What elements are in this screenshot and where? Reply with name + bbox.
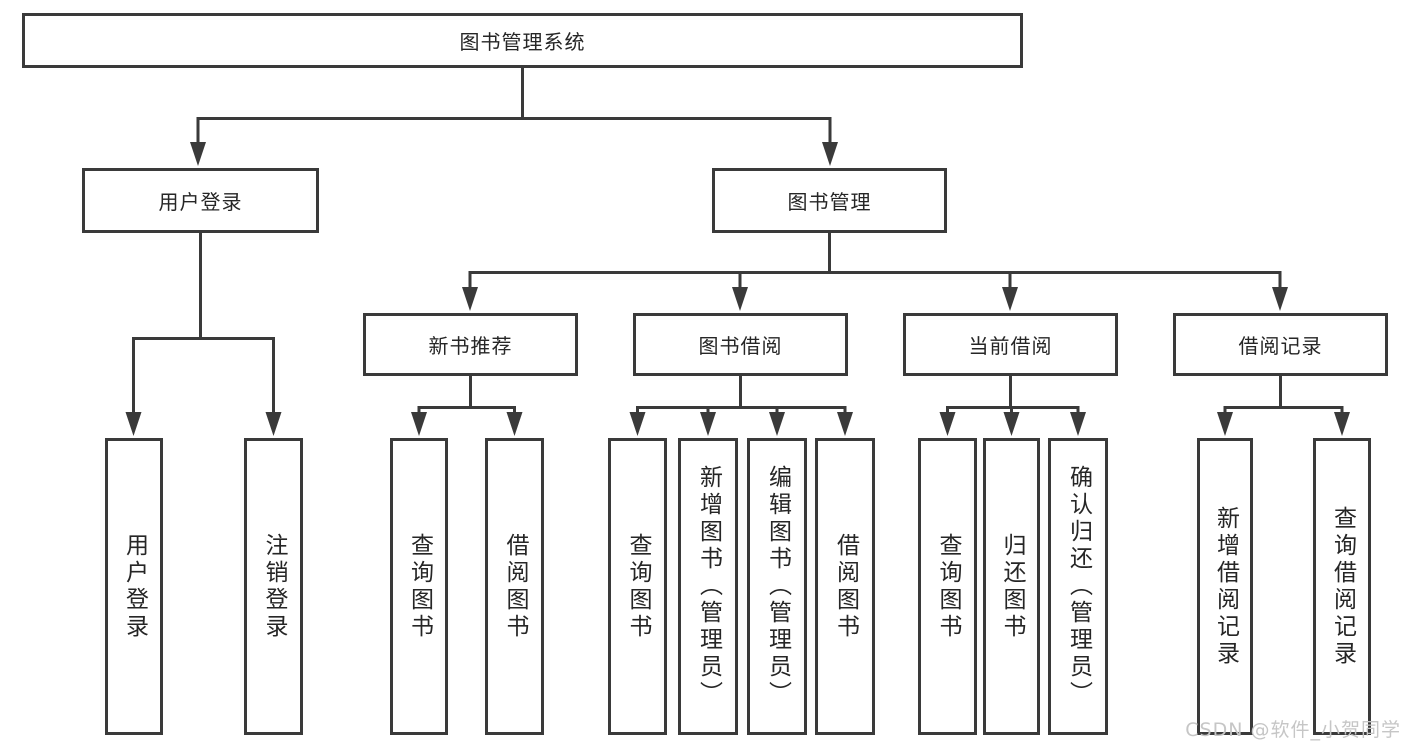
leaf-user-login-label: 用户登录 [121, 532, 148, 641]
leaf-borrow-books-recommend-label: 借阅图书 [502, 532, 528, 641]
csdn-watermark: CSDN @软件_小贺同学 [1185, 719, 1401, 741]
leaf-borrow-books-borrow-label: 借阅图书 [832, 532, 859, 641]
leaf-add-borrow-record: 新增借阅记录 [1197, 438, 1253, 735]
leaf-query-books-recommend-label: 查询图书 [406, 532, 433, 641]
node-book-borrow: 图书借阅 [633, 313, 848, 376]
leaf-confirm-return-admin-label: 确认归还（管理员） [1065, 465, 1092, 708]
leaf-query-books-current-label: 查询图书 [935, 532, 961, 641]
node-borrow-records-label: 借阅记录 [1238, 334, 1323, 358]
leaf-add-borrow-record-label: 新增借阅记录 [1212, 505, 1239, 668]
leaf-borrow-books-recommend: 借阅图书 [485, 438, 544, 735]
node-root-label: 图书管理系统 [459, 30, 586, 54]
node-book-management: 图书管理 [712, 168, 947, 233]
node-book-management-label: 图书管理 [787, 190, 872, 214]
node-borrow-records: 借阅记录 [1173, 313, 1388, 376]
node-current-borrow-label: 当前借阅 [968, 334, 1053, 358]
leaf-query-books-current: 查询图书 [918, 438, 977, 735]
leaf-query-borrow-record: 查询借阅记录 [1313, 438, 1371, 735]
leaf-logout: 注销登录 [244, 438, 303, 735]
node-current-borrow: 当前借阅 [903, 313, 1118, 376]
leaf-query-books-recommend: 查询图书 [390, 438, 448, 735]
node-user-login: 用户登录 [82, 168, 319, 233]
leaf-return-book-label: 归还图书 [999, 532, 1025, 641]
leaf-borrow-books-borrow: 借阅图书 [815, 438, 875, 735]
leaf-edit-book-admin: 编辑图书（管理员） [747, 438, 807, 735]
leaf-query-books-borrow: 查询图书 [608, 438, 667, 735]
leaf-query-books-borrow-label: 查询图书 [625, 532, 651, 641]
leaf-user-login: 用户登录 [105, 438, 163, 735]
leaf-query-borrow-record-label: 查询借阅记录 [1329, 505, 1356, 668]
leaf-add-book-admin: 新增图书（管理员） [678, 438, 738, 735]
node-new-book-recommend: 新书推荐 [363, 313, 578, 376]
node-new-book-recommend-label: 新书推荐 [428, 334, 513, 358]
leaf-edit-book-admin-label: 编辑图书（管理员） [764, 465, 791, 708]
leaf-confirm-return-admin: 确认归还（管理员） [1048, 438, 1108, 735]
node-root: 图书管理系统 [22, 13, 1023, 68]
node-user-login-label: 用户登录 [158, 190, 243, 214]
leaf-return-book: 归还图书 [983, 438, 1040, 735]
node-book-borrow-label: 图书借阅 [698, 334, 783, 358]
leaf-add-book-admin-label: 新增图书（管理员） [695, 465, 722, 708]
leaf-logout-label: 注销登录 [261, 532, 287, 641]
